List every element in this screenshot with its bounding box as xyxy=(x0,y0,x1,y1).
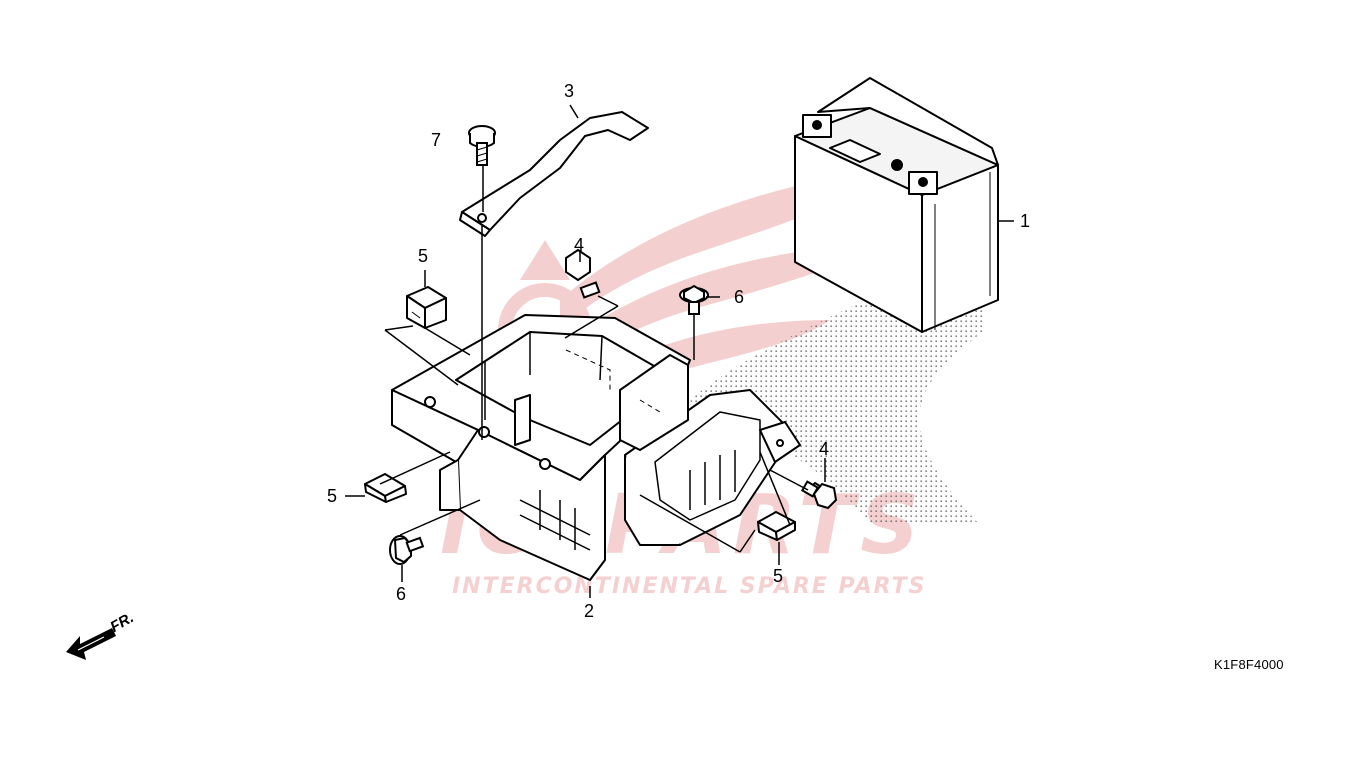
callout-6-lower: 6 xyxy=(396,584,407,604)
callout-2: 2 xyxy=(584,601,595,621)
callout-1: 1 xyxy=(1020,211,1031,231)
callout-5-upper: 5 xyxy=(418,246,429,266)
clip-nut-5-left xyxy=(364,473,407,503)
callout-5-right: 5 xyxy=(773,566,784,586)
callout-5-left: 5 xyxy=(327,486,338,506)
flange-bolt-6-lower xyxy=(389,535,425,565)
screw-7 xyxy=(468,125,496,166)
hidden-lines xyxy=(565,349,661,413)
battery xyxy=(794,77,999,333)
flange-bolt-6-upper xyxy=(679,284,709,315)
leader-lines xyxy=(345,104,826,598)
bolt-4-upper xyxy=(565,248,601,299)
clip-nut-5-right xyxy=(757,511,796,541)
callout-4-lower: 4 xyxy=(819,439,830,459)
callout-3: 3 xyxy=(564,81,575,101)
diagram-code: K1F8F4000 xyxy=(1214,657,1284,672)
bolt-4-lower xyxy=(800,480,838,510)
front-direction-arrow xyxy=(66,628,116,660)
watermark-tagline: INTERCONTINENTAL SPARE PARTS xyxy=(452,574,927,599)
battery-tray xyxy=(391,314,801,581)
callout-7: 7 xyxy=(431,130,442,150)
callout-6-upper: 6 xyxy=(734,287,745,307)
clip-nut-5-upper xyxy=(406,286,447,329)
callout-4-upper: 4 xyxy=(574,235,585,255)
